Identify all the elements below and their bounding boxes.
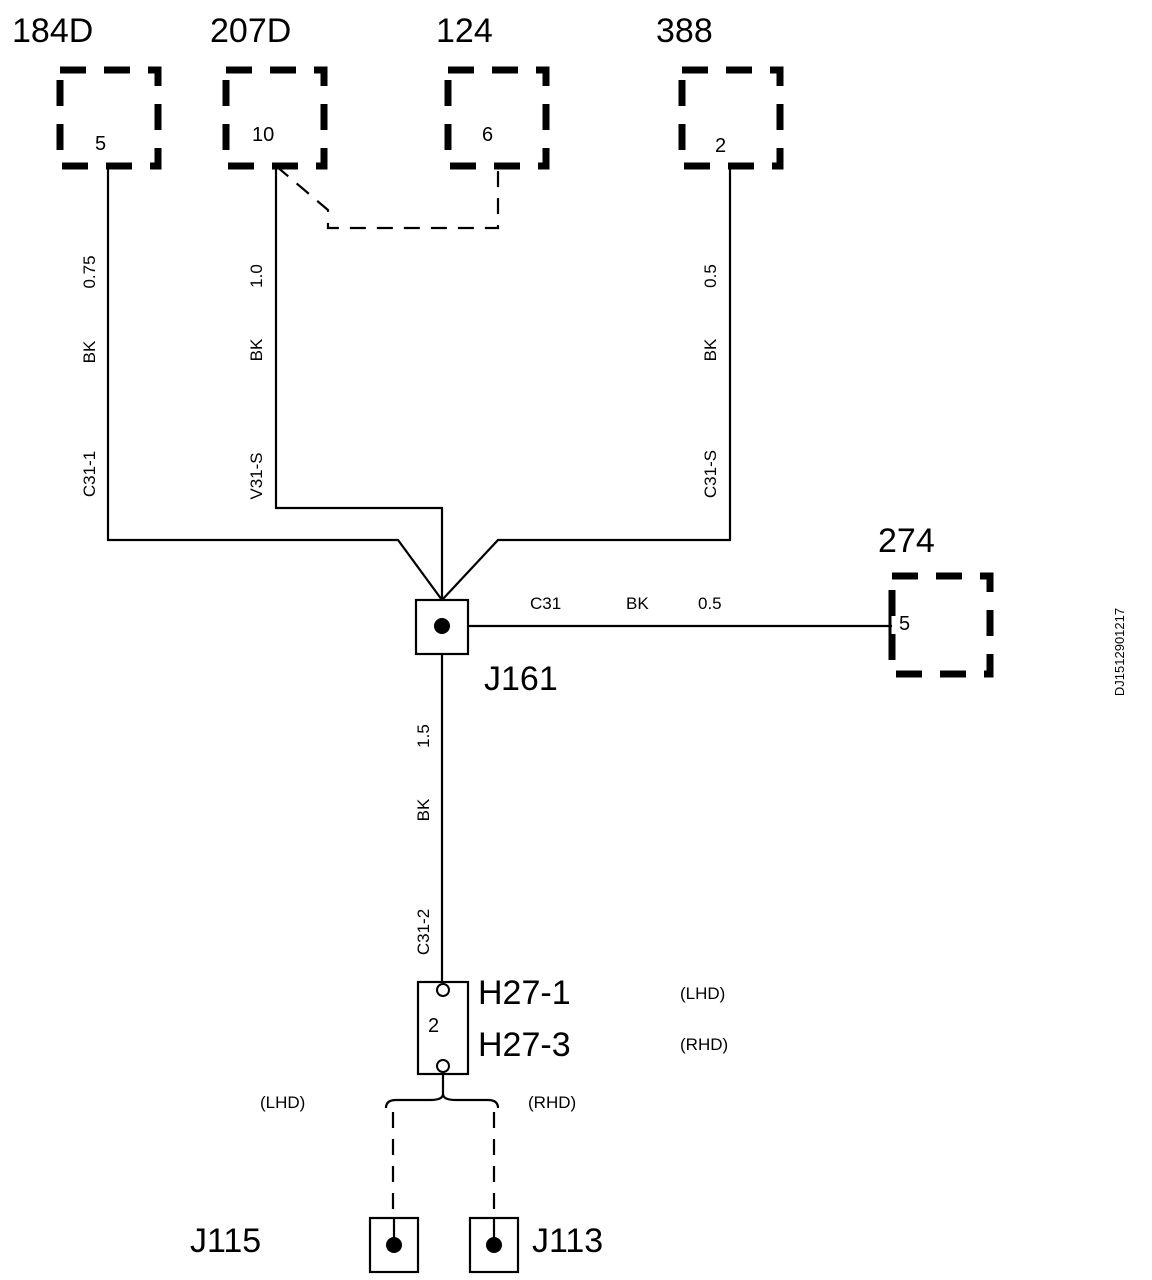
component-274-pin: 5: [899, 613, 910, 635]
wire-388-size: 0.5: [701, 264, 720, 288]
component-184d-pin: 5: [95, 133, 106, 155]
component-274-box: [888, 572, 994, 678]
wire-down-circuit: C31-2: [414, 909, 433, 955]
connector-label-2: H27-3: [478, 1026, 571, 1064]
component-207d-box: [222, 66, 328, 170]
component-388-box: [678, 66, 784, 170]
component-207d-label: 207D: [210, 12, 291, 50]
wire-down-size: 1.5: [414, 724, 433, 748]
wire-184d: [106, 166, 443, 601]
figure-id: DJ1512901217: [1112, 608, 1127, 696]
component-184d-box: [56, 66, 162, 170]
wire-274-circuit: C31: [530, 594, 561, 613]
wire-207d-circuit: V31-S: [247, 452, 266, 499]
branch-note-left: (LHD): [260, 1093, 305, 1112]
component-388-pin: 2: [715, 135, 726, 157]
component-124-label: 124: [436, 12, 493, 50]
connector-note-2: (RHD): [680, 1035, 728, 1054]
wire-274-size: 0.5: [698, 594, 722, 613]
connector-note-1: (LHD): [680, 984, 725, 1003]
component-184d-label: 184D: [12, 12, 93, 50]
component-124-pin: 6: [482, 124, 493, 146]
component-388-label: 388: [656, 12, 713, 50]
connector-terminal-top: [436, 983, 450, 997]
connector-label-1: H27-1: [478, 974, 571, 1012]
wire-274-color: BK: [626, 594, 649, 613]
ground-j113-label: J113: [532, 1222, 603, 1260]
wire-207d-color: BK: [247, 338, 266, 361]
ground-j115-label: J115: [190, 1222, 261, 1260]
wire-388-color: BK: [701, 338, 720, 361]
component-124-box: [444, 66, 550, 170]
wire-184d-color: BK: [80, 340, 99, 363]
wire-207d-size: 1.0: [247, 264, 266, 288]
branch-note-right: (RHD): [528, 1093, 576, 1112]
wire-down-color: BK: [414, 798, 433, 821]
wire-388-circuit: C31-S: [701, 450, 720, 498]
wire-184d-size: 0.75: [80, 255, 99, 288]
branch-brace: [384, 1093, 500, 1109]
splice-dot: [434, 618, 450, 634]
wire-184d-circuit: C31-1: [80, 451, 99, 497]
wire-207d: [274, 166, 444, 600]
wire-388: [441, 166, 732, 601]
link-207d-124: [275, 165, 500, 230]
splice-j161-label: J161: [484, 660, 558, 698]
connector-pin: 2: [428, 1015, 439, 1037]
connector-terminal-bottom: [436, 1059, 450, 1073]
component-207d-pin: 10: [252, 124, 274, 146]
component-274-label: 274: [878, 522, 935, 560]
